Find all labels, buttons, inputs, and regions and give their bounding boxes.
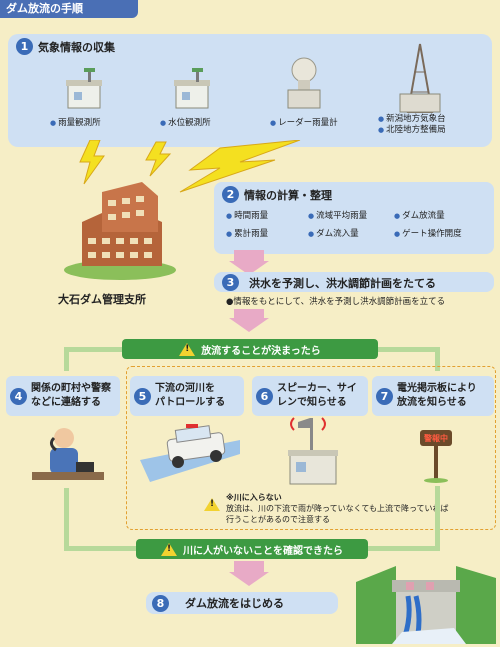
note-line-2: 行うことがあるので注意する	[226, 515, 330, 524]
warning-sign: 警報中	[420, 430, 452, 446]
connector-line	[368, 546, 440, 551]
step3-sub: ●情報をもとにして、洪水を予測し洪水調節計画を立てる	[226, 297, 446, 307]
connector-line	[378, 347, 440, 352]
step4-label-1: 関係の町村や警察	[31, 383, 111, 394]
connector-line	[64, 488, 69, 550]
step8-number: 8	[152, 594, 169, 612]
decision-label: 放流することが決まったら	[201, 345, 321, 357]
calc-item: 流域平均雨量	[308, 209, 394, 221]
step4-box: 4 関係の町村や警察 などに連絡する	[6, 376, 120, 416]
step8-panel: 8 ダム放流をはじめる	[146, 592, 338, 614]
phone-operator-icon	[32, 428, 104, 480]
warning-icon	[179, 342, 196, 356]
sign-pole	[434, 446, 438, 480]
rain-station-label: 雨量観測所	[50, 116, 101, 128]
office-label: 大石ダム管理支所	[58, 293, 146, 306]
flow-arrow-head	[229, 261, 269, 275]
step2-number: 2	[222, 186, 239, 203]
connector-line	[435, 347, 440, 371]
step8-label: ダム放流をはじめる	[185, 597, 284, 610]
calc-item: ダム流入量	[308, 227, 394, 239]
dam-release-illustration	[356, 566, 496, 644]
step5-number: 5	[134, 387, 151, 405]
calc-item: 時間雨量	[226, 209, 308, 221]
agency-item: 北陸地方整備局	[378, 125, 446, 136]
calc-item: 累計雨量	[226, 227, 308, 239]
step1-number: 1	[16, 38, 33, 55]
confirm-label: 川に人がいないことを確認できたら	[183, 545, 343, 557]
step6-box: 6 スピーカー、サイ レンで知らせる	[252, 376, 368, 416]
connector-line	[64, 347, 69, 371]
connector-line	[435, 486, 440, 550]
river-note: ※川に入らない 放流は、川の下流で雨が降っていなくても上流で降っていれば 行うこ…	[204, 492, 449, 525]
step3-label: 洪水を予測し、洪水調節計画をたてる	[249, 276, 436, 290]
flow-arrow-head	[229, 572, 269, 586]
sign-base	[424, 478, 448, 483]
steps-5-7-group	[126, 366, 496, 530]
step7-number: 7	[376, 387, 393, 405]
step3-header: 3 洪水を予測し、洪水調節計画をたてる	[222, 274, 436, 291]
flow-arrow	[234, 250, 264, 262]
office-building-icon	[64, 182, 176, 280]
radar-icon	[287, 57, 321, 109]
flow-arrow	[234, 309, 264, 319]
step1-label: 気象情報の収集	[38, 40, 115, 54]
page-title: ダム放流の手順	[0, 0, 138, 18]
step5-box: 5 下流の河川を パトロールする	[130, 376, 244, 416]
step7-label-2: 放流を知らせる	[397, 397, 467, 408]
step6-number: 6	[256, 387, 273, 405]
agency-item: 新潟地方気象台	[378, 114, 446, 125]
step6-label-1: スピーカー、サイ	[277, 383, 357, 394]
connector-line	[64, 546, 136, 551]
decision-bar: 放流することが決まったら	[122, 339, 378, 359]
calc-grid: 時間雨量 流域平均雨量 ダム放流量 累計雨量 ダム流入量 ゲート操作開度	[226, 209, 484, 239]
step2-label: 情報の計算・整理	[244, 188, 332, 202]
step3-number: 3	[222, 274, 239, 291]
confirm-bar: 川に人がいないことを確認できたら	[136, 539, 368, 559]
water-level-station-icon	[174, 68, 210, 109]
step7-box: 7 電光掲示板により 放流を知らせる	[372, 376, 494, 416]
warning-icon	[161, 542, 177, 556]
note-line-1: 放流は、川の下流で雨が降っていなくても上流で降っていれば	[226, 504, 449, 513]
water-level-station-label: 水位観測所	[160, 116, 211, 128]
step5-label-2: パトロールする	[155, 397, 226, 408]
step4-number: 4	[10, 387, 27, 405]
calc-item: ダム放流量	[394, 209, 484, 221]
step2-header: 2 情報の計算・整理	[222, 186, 332, 203]
rain-station-icon	[66, 68, 102, 109]
warning-sign-text: 警報中	[424, 433, 448, 443]
connector-line	[64, 347, 122, 352]
step5-label-1: 下流の河川を	[155, 383, 215, 394]
step1-header: 1 気象情報の収集	[16, 38, 115, 55]
lightning-icons	[79, 140, 301, 193]
agency-list: 新潟地方気象台 北陸地方整備局	[378, 114, 446, 136]
step4-label-2: などに連絡する	[31, 397, 101, 408]
step3-panel	[214, 272, 494, 292]
warning-icon	[204, 498, 220, 511]
flow-arrow-head	[229, 318, 269, 332]
note-title: ※川に入らない	[226, 493, 282, 502]
radar-label: レーダー雨量計	[270, 116, 338, 128]
step6-label-2: レンで知らせる	[277, 397, 347, 408]
step7-label-1: 電光掲示板により	[397, 383, 477, 394]
speaker-house-icon	[288, 417, 338, 485]
patrol-car-icon	[140, 424, 240, 482]
tower-icon	[399, 43, 441, 113]
flow-arrow	[234, 561, 264, 573]
calc-item: ゲート操作開度	[394, 227, 484, 239]
